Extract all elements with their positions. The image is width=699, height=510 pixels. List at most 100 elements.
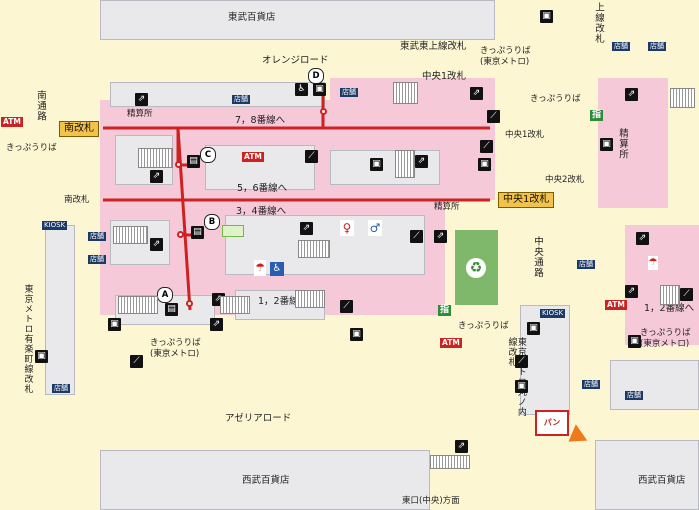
tobu-tojo-gate-label: 東武東上線改札 xyxy=(400,41,467,52)
stairs-icon: ⟋ xyxy=(130,355,143,368)
ticket-machine-icon: ▤ xyxy=(165,303,178,316)
pan-shop-sign: パン xyxy=(535,410,569,436)
elevator-icon: ▣ xyxy=(313,83,326,96)
marker-c[interactable]: C xyxy=(200,147,216,163)
escalator-icon: ⇗ xyxy=(415,155,428,168)
escalator-icon: ⇗ xyxy=(636,232,649,245)
marker-d[interactable]: D xyxy=(308,68,324,84)
kiosk-sign-right: KIOSK xyxy=(540,309,566,318)
kippu-right-lower-sub: (東京メトロ) xyxy=(640,339,690,349)
stairs-icon: ⟋ xyxy=(305,150,318,163)
kiosk-sign-left: KIOSK xyxy=(42,221,68,230)
minami-gate-box[interactable]: 南改札 xyxy=(59,121,99,137)
escalator-icon: ⇗ xyxy=(150,238,163,251)
stairs-bar xyxy=(118,296,158,314)
shitei-sign-2: 指 xyxy=(438,305,452,316)
stairs-icon: ⟋ xyxy=(515,355,528,368)
right-top-block xyxy=(565,0,699,40)
restroom-female-icon: ♂ xyxy=(368,220,382,236)
line56-label: 5，6番線へ xyxy=(237,183,288,194)
ticket-machine-icon: ▤ xyxy=(187,155,200,168)
restroom-icon: ☂ xyxy=(254,260,266,276)
atm-sign-3: ATM xyxy=(605,300,627,310)
station-shop-sign xyxy=(222,225,244,237)
kippu-bottom-left-sub: (東京メトロ) xyxy=(150,349,200,359)
stairs-bar xyxy=(220,296,250,314)
elevator-icon: ▣ xyxy=(600,138,613,151)
shop-sign-10: 店舗 xyxy=(582,380,600,389)
line12-right: 1，2番線へ xyxy=(644,303,695,314)
stairs-icon: ⟋ xyxy=(487,110,500,123)
metro-yurakucho-label: 東京メトロ有楽町線改札 xyxy=(22,284,33,394)
stairs-bar xyxy=(670,88,695,108)
elevator-icon: ▣ xyxy=(478,158,491,171)
wheelchair-icon: ♿ xyxy=(295,83,308,96)
stairs-icon: ⟋ xyxy=(410,230,423,243)
elevator-icon: ▣ xyxy=(370,158,383,171)
escalator-icon: ⇗ xyxy=(135,93,148,106)
elevator-icon: ▣ xyxy=(35,350,48,363)
central1-gate-top: 中央1改札 xyxy=(422,71,467,82)
elevator-icon: ▣ xyxy=(108,318,121,331)
shop-sign-1: 店舗 xyxy=(232,95,250,104)
stairs-bar xyxy=(393,82,418,104)
stairs-bar xyxy=(138,148,173,168)
tobu-dept-label: 東武百貨店 xyxy=(228,12,276,23)
ticket-machine-icon: ▤ xyxy=(191,226,204,239)
kippu-center: きっぷうりば xyxy=(458,321,509,331)
elevator-icon: ▣ xyxy=(540,10,553,23)
orange-road-label: オレンジロード xyxy=(262,55,329,66)
route-node-a xyxy=(186,300,193,307)
shop-sign-3: 店舗 xyxy=(612,42,630,51)
seisan-center: 精算所 xyxy=(434,202,460,212)
elevator-icon: ▣ xyxy=(628,335,641,348)
elevator-icon: ▣ xyxy=(350,328,363,341)
atm-sign-4: ATM xyxy=(440,338,462,348)
stairs-icon: ⟋ xyxy=(480,140,493,153)
shop-sign-7: 店舗 xyxy=(52,384,70,393)
kippu-metro-top: きっぷうりば xyxy=(480,46,531,56)
escalator-icon: ⇗ xyxy=(470,87,483,100)
escalator-icon: ⇗ xyxy=(300,222,313,235)
shop-sign-9: 店舗 xyxy=(625,391,643,400)
seibu-dept-right-label: 西武百貨店 xyxy=(638,475,686,486)
shop-sign-8: 店舗 xyxy=(577,260,595,269)
shop-sign-6: 店舗 xyxy=(88,255,106,264)
central1-gate-box[interactable]: 中央1改札 xyxy=(498,192,555,208)
stairs-bar xyxy=(295,290,325,308)
kippu-bottom-left: きっぷうりば xyxy=(150,338,201,348)
line34-label: 3，4番線へ xyxy=(236,206,287,217)
stairs-bar xyxy=(660,285,680,305)
route-node-b xyxy=(177,231,184,238)
accessible-restroom-icon: ♿ xyxy=(270,262,284,276)
left-metro-block xyxy=(45,225,75,395)
seisan-left: 精算所 xyxy=(127,109,153,119)
kippu-right-lower: きっぷうりば xyxy=(640,328,691,338)
right-shop-block xyxy=(610,360,699,410)
escalator-icon: ⇗ xyxy=(150,170,163,183)
marker-b[interactable]: B xyxy=(204,214,220,230)
elevator-icon: ▣ xyxy=(515,380,528,393)
restroom-male-icon: ♀ xyxy=(340,220,354,236)
central1-gate-mid: 中央1改札 xyxy=(505,130,545,140)
escalator-icon: ⇗ xyxy=(455,440,468,453)
stairs-icon: ⟋ xyxy=(340,300,353,313)
central2-gate: 中央2改札 xyxy=(545,175,585,185)
marker-a[interactable]: A xyxy=(157,287,173,303)
line12-center: 1，2番線へ xyxy=(258,296,309,307)
stairs-bar xyxy=(395,150,415,178)
seibu-dept-left-label: 西武百貨店 xyxy=(242,475,290,486)
escalator-icon: ⇗ xyxy=(625,88,638,101)
escalator-icon: ⇗ xyxy=(210,318,223,331)
tobu-dept-block xyxy=(100,0,495,40)
minami-gate-lower: 南改札 xyxy=(64,195,90,205)
seibu-dept-right-block xyxy=(595,440,699,510)
shop-sign-5: 店舗 xyxy=(88,232,106,241)
stairs-bar xyxy=(298,240,330,258)
escalator-icon: ⇗ xyxy=(625,285,638,298)
chuo-dori-label: 中央通路 xyxy=(531,236,543,278)
stairs-icon: ⟋ xyxy=(680,288,693,301)
kippu-metro-top-sub: (東京メトロ) xyxy=(480,57,530,67)
east-exit-label: 東口(中央)方面 xyxy=(402,496,460,506)
